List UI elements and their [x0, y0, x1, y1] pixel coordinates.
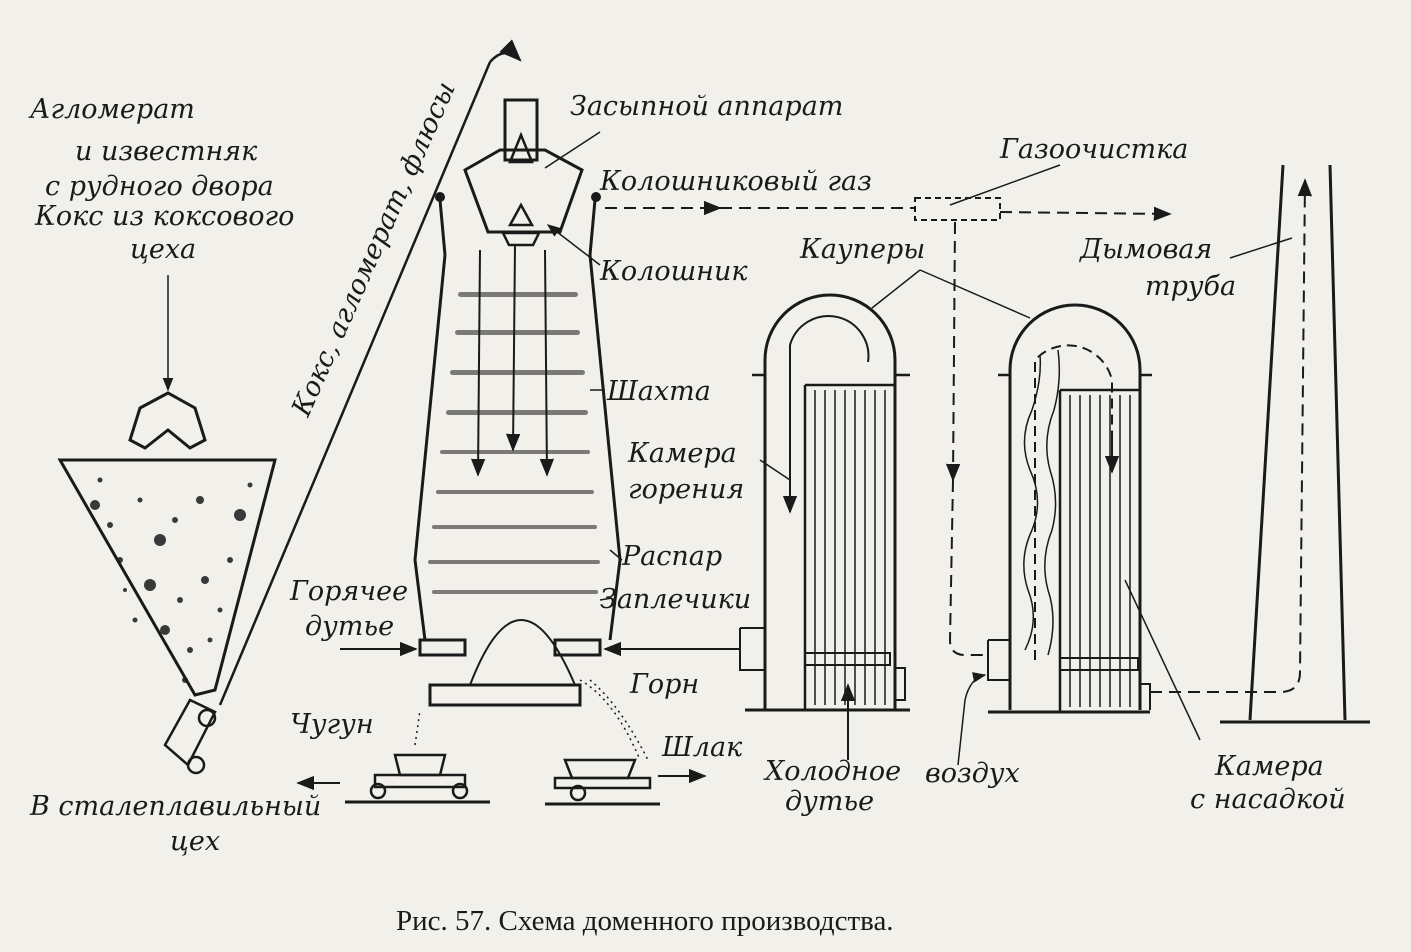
conveyor — [218, 39, 522, 706]
label-raspar: Распар — [621, 541, 722, 572]
leader-lines — [162, 131, 1293, 766]
label-conveyor: Кокс, агломерат, флюсы — [286, 77, 462, 422]
label-koloshnik: Колошник — [599, 256, 748, 287]
label-goryachee-1: Горячее — [289, 576, 408, 607]
label-kholodnoe-1: Холодное — [763, 756, 901, 787]
label-dymovaya-1: Дымовая — [1079, 234, 1212, 265]
label-gazoochistka: Газоочистка — [999, 134, 1188, 165]
label-zaplechiki: Заплечики — [600, 584, 751, 615]
label-stal-2: цех — [170, 826, 220, 857]
label-kaupery: Кауперы — [799, 234, 925, 265]
label-kholodnoe-2: дутье — [785, 786, 874, 817]
chimney — [1150, 164, 1370, 724]
ladle-cars — [296, 753, 707, 806]
label-aglomerat-2: и известняк — [75, 136, 258, 167]
label-aglomerat-1: Агломерат — [28, 94, 195, 125]
label-shakhta: Шахта — [606, 376, 711, 407]
label-chugun: Чугун — [290, 709, 374, 740]
label-goryachee-2: дутье — [305, 611, 394, 642]
label-kamera-nasadka-1: Камера — [1214, 751, 1324, 782]
figure-caption: Рис. 57. Схема доменного производства. — [396, 905, 894, 937]
label-zasypnoy: Засыпной аппарат — [570, 91, 843, 122]
cowper-stove-2 — [987, 303, 1152, 714]
label-stal-1: В сталеплавильный — [29, 791, 321, 822]
label-shlak: Шлак — [661, 732, 743, 763]
label-vozdukh: воздух — [925, 758, 1020, 789]
label-aglomerat-3: с рудного двора — [45, 171, 274, 202]
cowper-stove-1 — [739, 293, 910, 760]
ore-hopper — [57, 391, 277, 775]
blast-furnace — [340, 98, 740, 761]
labels: Агломерат и известняк с рудного двора Ко… — [28, 77, 1346, 937]
gas-line — [605, 197, 1172, 656]
label-aglomerat-4: Кокс из коксового — [34, 201, 294, 232]
label-kamera-goreniya-2: горения — [628, 474, 744, 505]
label-aglomerat-5: цеха — [130, 234, 196, 265]
label-kamera-nasadka-2: с насадкой — [1190, 784, 1346, 815]
label-dymovaya-2: труба — [1145, 271, 1236, 302]
label-kamera-goreniya-1: Камера — [627, 438, 737, 469]
label-gorn: Горн — [629, 669, 699, 700]
label-koloshnikovy-gaz: Колошниковый газ — [599, 166, 872, 197]
